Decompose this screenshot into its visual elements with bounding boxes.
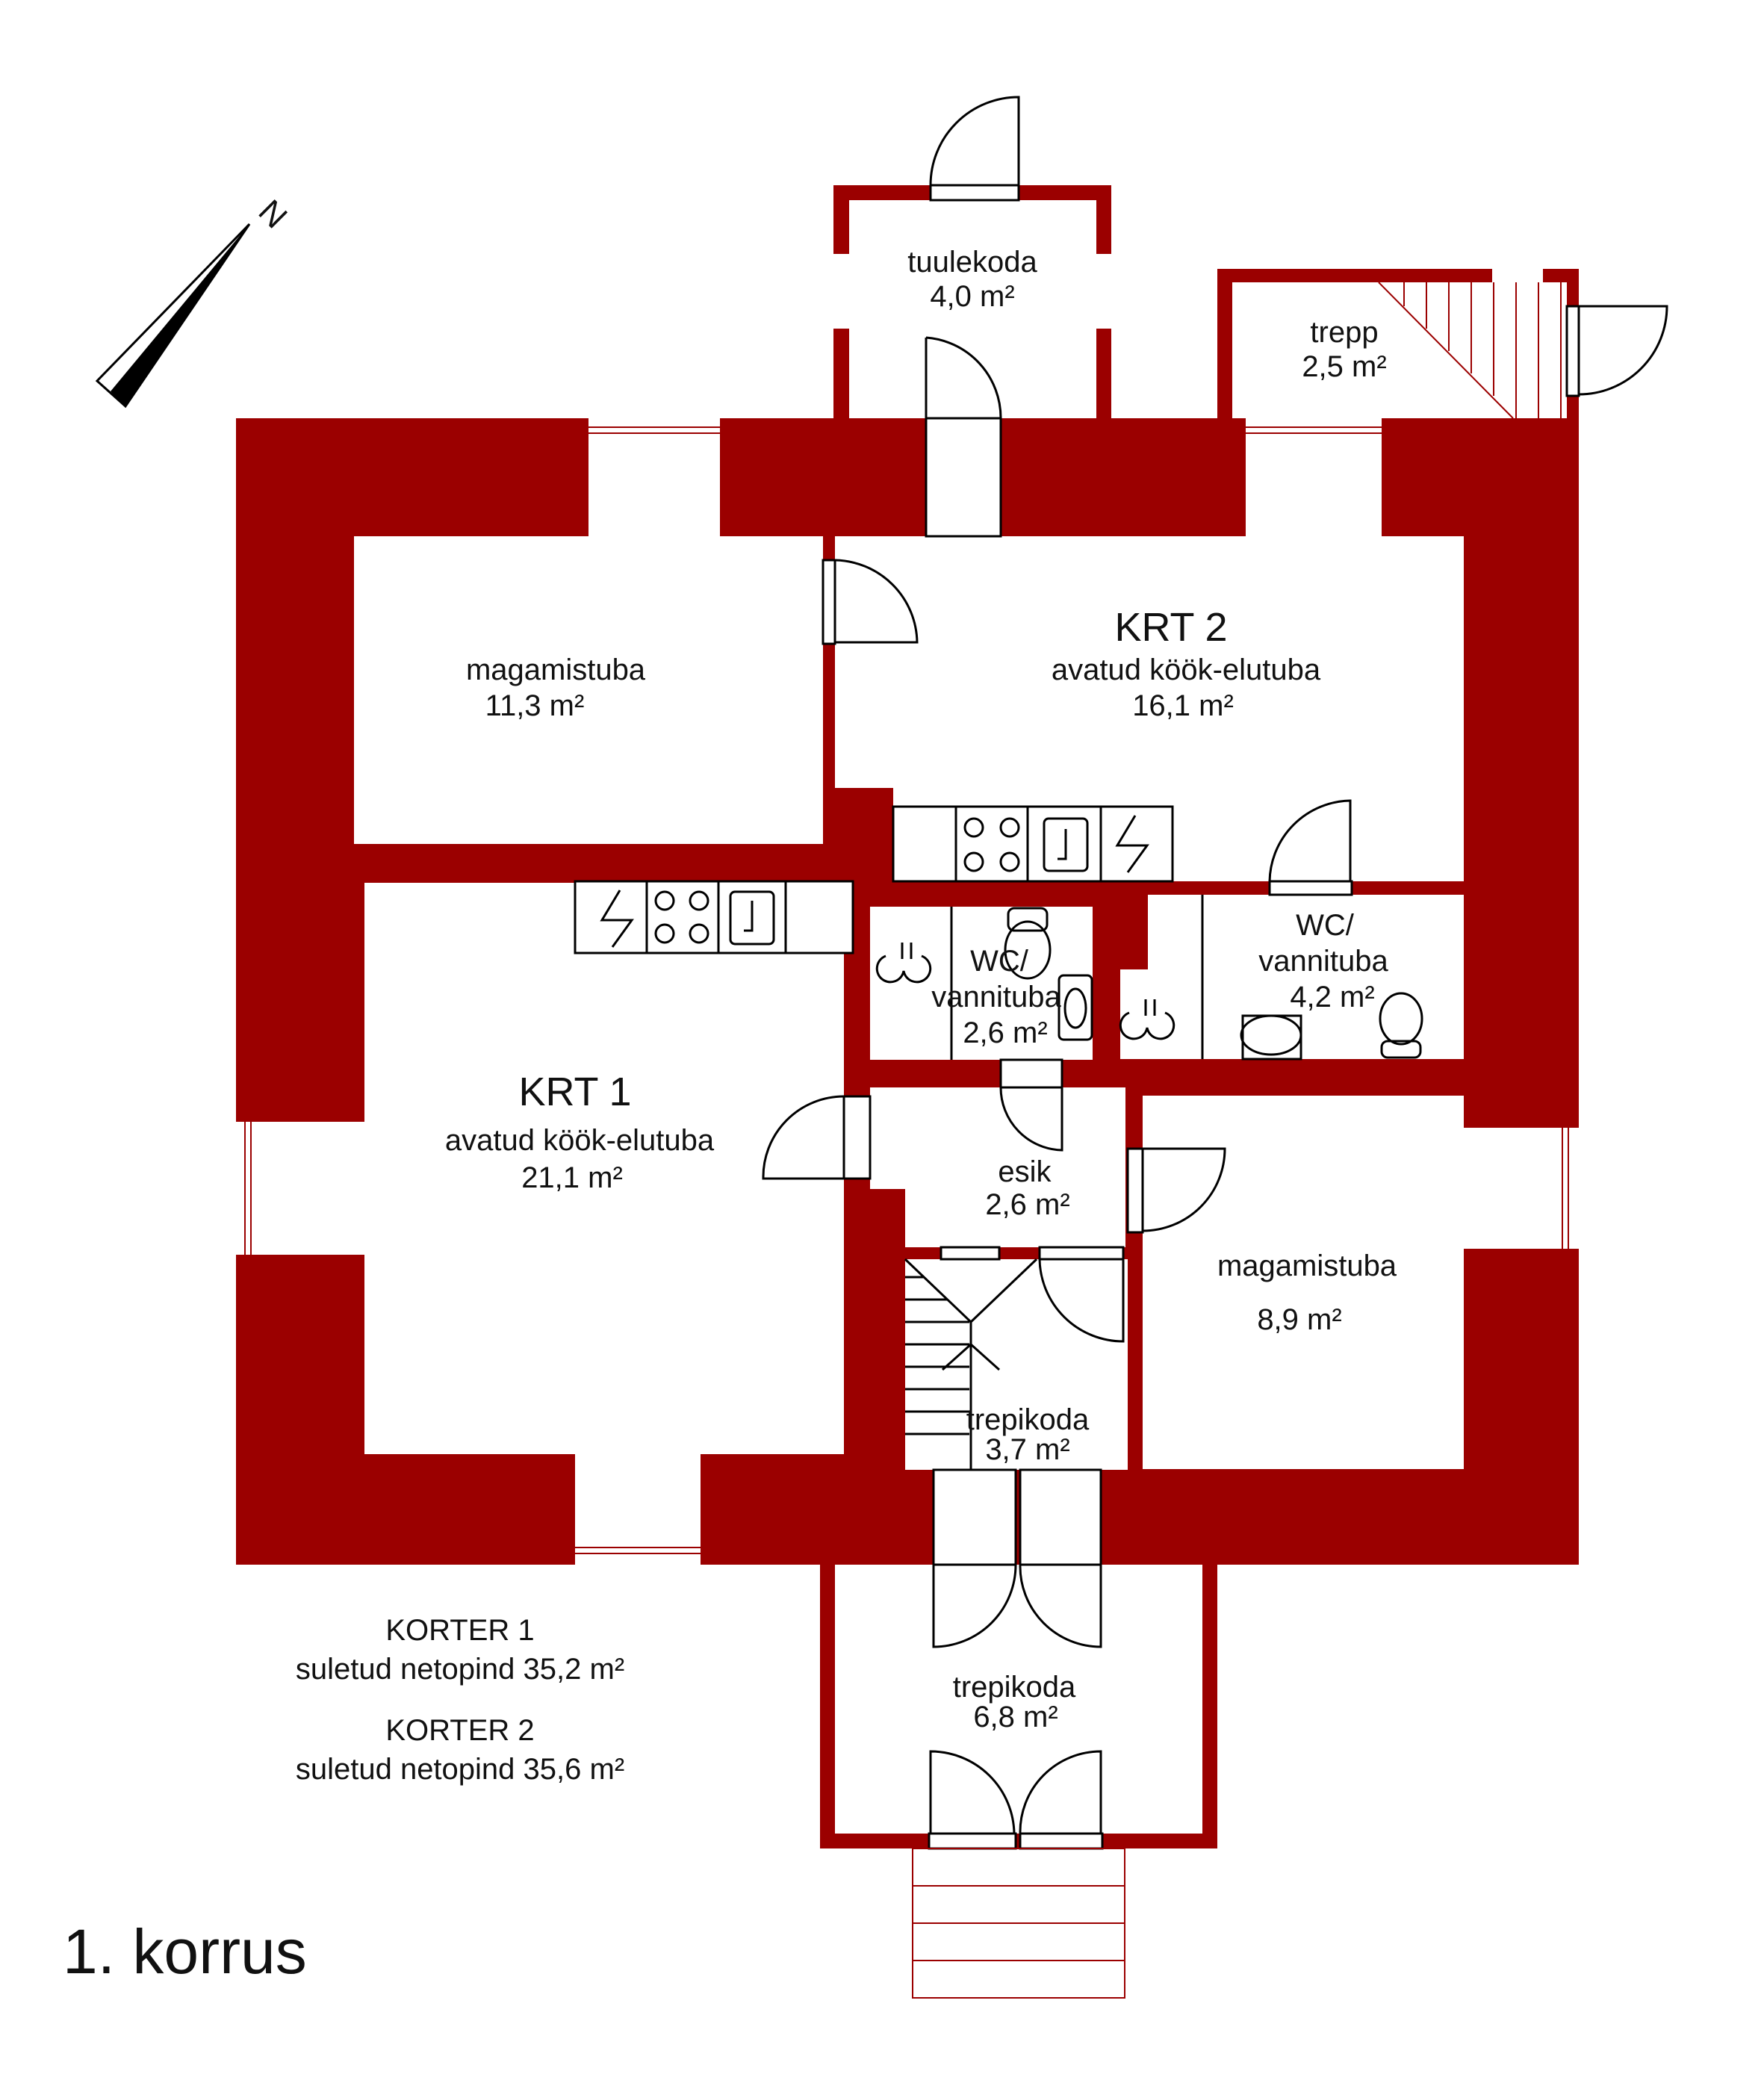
fixtures — [574, 805, 1423, 1061]
room-tuulekoda-name: tuulekoda — [907, 246, 1037, 279]
room-wc-small-area: 2,6 m² — [963, 1016, 1047, 1049]
doors — [762, 96, 1668, 1850]
room-magamistuba-1-name: magamistuba — [466, 654, 646, 686]
summary-korter1-title: KORTER 1 — [385, 1614, 534, 1647]
floor-title: 1. korrus — [63, 1916, 307, 1987]
room-trepikoda-outer-area: 6,8 m² — [973, 1701, 1058, 1733]
room-trepp-name: trepp — [1310, 316, 1378, 349]
room-wc-small-name-line2: vannituba — [931, 981, 1061, 1013]
room-trepikoda-outer-name: trepikoda — [953, 1671, 1076, 1704]
room-magamistuba-1-area: 11,3 m² — [485, 689, 585, 722]
room-krt1-area: 21,1 m² — [521, 1161, 623, 1194]
north-arrow-icon: N — [95, 193, 294, 409]
stairs — [904, 282, 1562, 1999]
summary-korter1-area: suletud netopind 35,2 m² — [296, 1653, 624, 1686]
windows — [236, 254, 1579, 1822]
room-wc-large-name-line1: WC/ — [1296, 909, 1355, 942]
room-wc-large-name-line2: vannituba — [1258, 945, 1388, 978]
room-esik-name: esik — [998, 1155, 1052, 1188]
room-wc-small-name-line1: WC/ — [970, 945, 1029, 978]
apartment-krt2-title: KRT 2 — [1114, 605, 1227, 650]
room-trepikoda-inner-name: trepikoda — [966, 1403, 1090, 1436]
room-magamistuba-2-area: 8,9 m² — [1257, 1303, 1341, 1336]
room-krt2-name: avatud köök-elutuba — [1052, 654, 1321, 686]
summary-korter2-title: KORTER 2 — [385, 1714, 534, 1747]
area-summary: KORTER 1 suletud netopind 35,2 m² KORTER… — [296, 1614, 624, 1786]
room-esik-area: 2,6 m² — [985, 1188, 1069, 1221]
north-label: N — [252, 193, 294, 235]
room-trepikoda-inner-area: 3,7 m² — [985, 1433, 1069, 1466]
room-labels: tuulekoda 4,0 m² trepp 2,5 m² magamistub… — [445, 246, 1397, 1733]
room-krt2-area: 16,1 m² — [1132, 689, 1234, 722]
summary-korter2-area: suletud netopind 35,6 m² — [296, 1753, 624, 1786]
room-wc-large-area: 4,2 m² — [1290, 981, 1374, 1013]
room-tuulekoda-area: 4,0 m² — [930, 280, 1014, 313]
apartment-krt1-title: KRT 1 — [518, 1070, 631, 1114]
room-krt1-name: avatud köök-elutuba — [445, 1124, 715, 1157]
room-trepp-area: 2,5 m² — [1302, 350, 1386, 383]
room-magamistuba-2-name: magamistuba — [1217, 1250, 1397, 1282]
